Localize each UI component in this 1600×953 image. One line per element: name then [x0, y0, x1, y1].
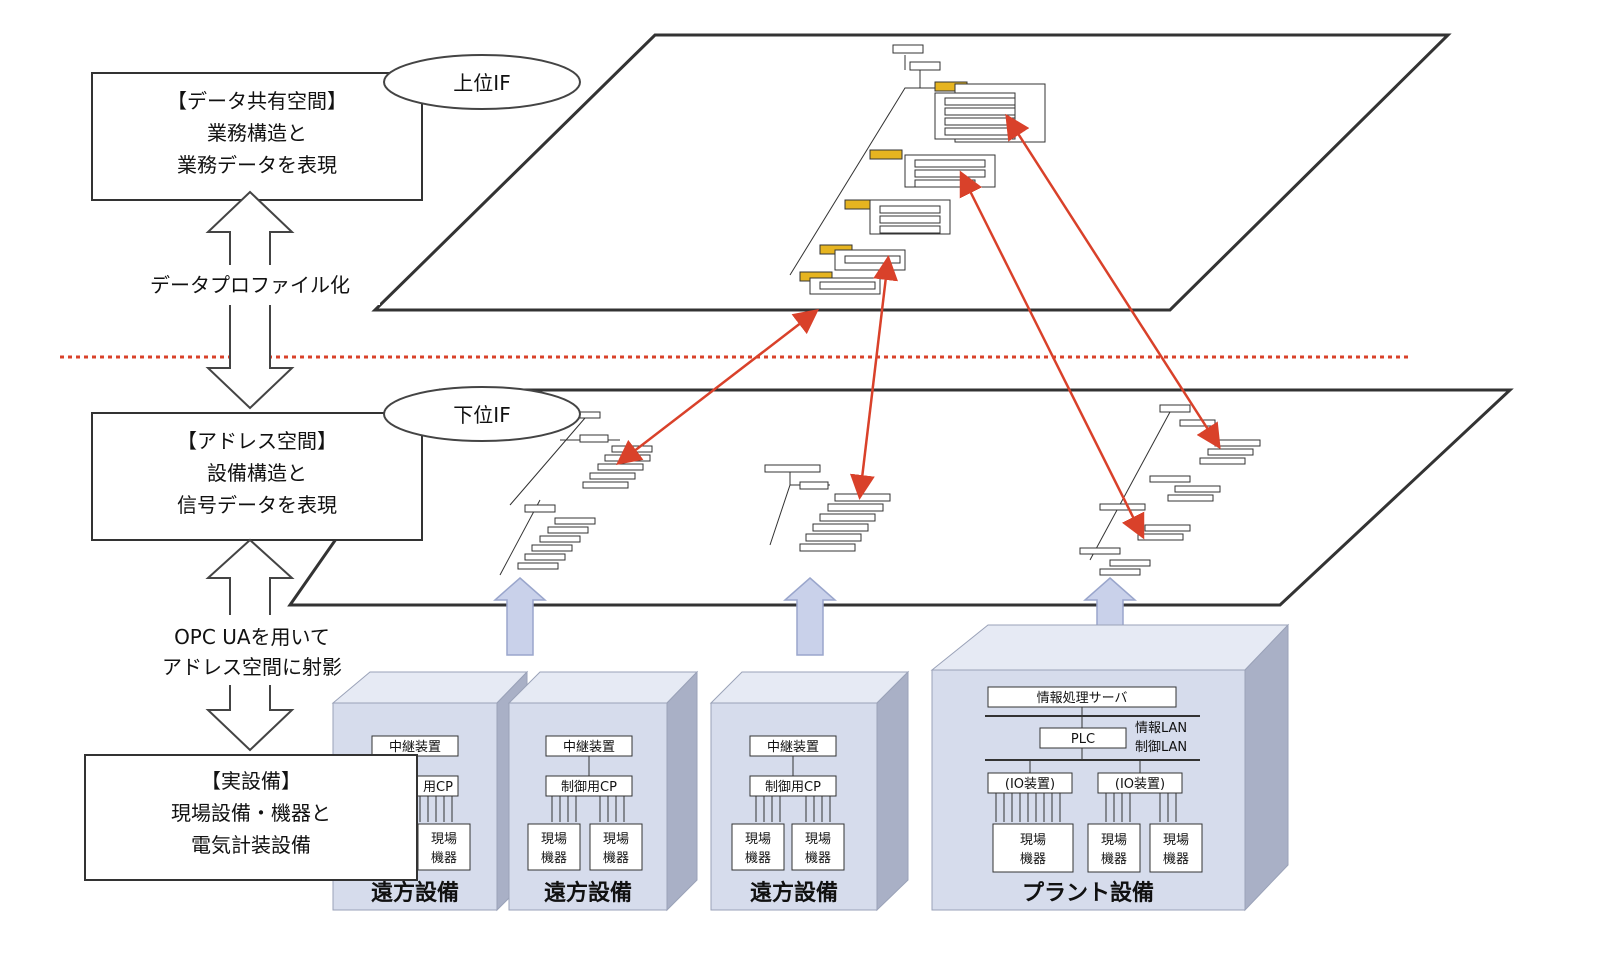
upper-if-label: 上位IF [453, 71, 510, 95]
remote-1-cp: 用CP [423, 780, 453, 795]
upper-if-ellipse [383, 54, 581, 110]
lower-if-label: 下位IF [453, 403, 510, 427]
link-arrow-2 [849, 255, 899, 500]
remote-3-device-a-line-1: 現場 [745, 832, 771, 847]
plant-plc: PLC [1071, 732, 1095, 747]
remote-2-device-a-line-2: 機器 [541, 851, 567, 866]
link-arrow-1 [616, 308, 819, 466]
remote-2-relay: 中継装置 [563, 740, 615, 755]
address-space-line-1: 【アドレス空間】 [177, 429, 337, 453]
up-arrow-2 [783, 577, 837, 656]
opc-ua-line-2: アドレス空間に射影 [162, 655, 342, 679]
data-space-line-3: 業務データを表現 [177, 153, 337, 177]
address-space-box [91, 412, 423, 541]
plant-unit: 情報処理サーバ 情報LAN PLC 制御LAN (IO装置) (IO装置) 現場… [930, 623, 1290, 912]
remote-3-title: 遠方設備 [750, 880, 838, 906]
address-space-line-2: 設備構造と [207, 461, 307, 485]
real-equipment-box [84, 754, 418, 881]
plant-device-c-line-1: 現場 [1163, 833, 1189, 848]
real-equipment-line-3: 電気計装設備 [191, 833, 311, 857]
remote-3-device-b-line-1: 現場 [805, 832, 831, 847]
remote-2-device-a-line-1: 現場 [541, 832, 567, 847]
plant-ctrl-lan: 制御LAN [1135, 740, 1187, 755]
address-space-line-3: 信号データを表現 [177, 493, 337, 517]
data-profile-label: データプロファイル化 [150, 273, 350, 297]
remote-3-device-a-line-2: 機器 [745, 851, 771, 866]
remote-1-title: 遠方設備 [371, 880, 459, 906]
data-space-box [91, 72, 423, 201]
opc-ua-line-1: OPC UAを用いて [174, 625, 330, 649]
plant-io-1: (IO装置) [1005, 777, 1055, 792]
up-arrow-1 [493, 577, 547, 656]
remote-3-relay: 中継装置 [767, 740, 819, 755]
plant-device-b-line-1: 現場 [1101, 833, 1127, 848]
plant-device-b-line-2: 機器 [1101, 852, 1127, 867]
plant-device-a-line-2: 機器 [1020, 852, 1046, 867]
plant-io-2: (IO装置) [1115, 777, 1165, 792]
remote-1-relay: 中継装置 [389, 740, 441, 755]
remote-1-device-line-2: 機器 [431, 851, 457, 866]
plant-device-c-line-2: 機器 [1163, 852, 1189, 867]
real-equipment-line-2: 現場設備・機器と [171, 801, 331, 825]
data-space-line-1: 【データ共有空間】 [167, 89, 347, 113]
plant-device-a-line-1: 現場 [1020, 833, 1046, 848]
remote-3-cp: 制御用CP [765, 780, 821, 795]
remote-2-device-b-line-1: 現場 [603, 832, 629, 847]
remote-unit-3: 中継装置 制御用CP 現場 機器 現場 機器 遠方設備 [709, 670, 910, 912]
data-space-line-2: 業務構造と [207, 121, 307, 145]
plant-server: 情報処理サーバ [1037, 691, 1128, 706]
lower-if-ellipse [383, 386, 581, 442]
remote-1-device-line-1: 現場 [431, 832, 457, 847]
remote-3-device-b-line-2: 機器 [805, 851, 831, 866]
remote-2-device-b-line-2: 機器 [603, 851, 629, 866]
remote-2-cp: 制御用CP [561, 780, 617, 795]
plant-title: プラント設備 [1022, 880, 1154, 906]
remote-2-title: 遠方設備 [544, 880, 632, 906]
real-equipment-line-1: 【実設備】 [201, 769, 301, 793]
link-arrow-4 [1005, 113, 1221, 450]
plant-info-lan: 情報LAN [1135, 721, 1187, 736]
upper-profile-tree [789, 44, 1046, 295]
remote-unit-2: 中継装置 制御用CP 現場 機器 現場 機器 遠方設備 [507, 670, 699, 912]
